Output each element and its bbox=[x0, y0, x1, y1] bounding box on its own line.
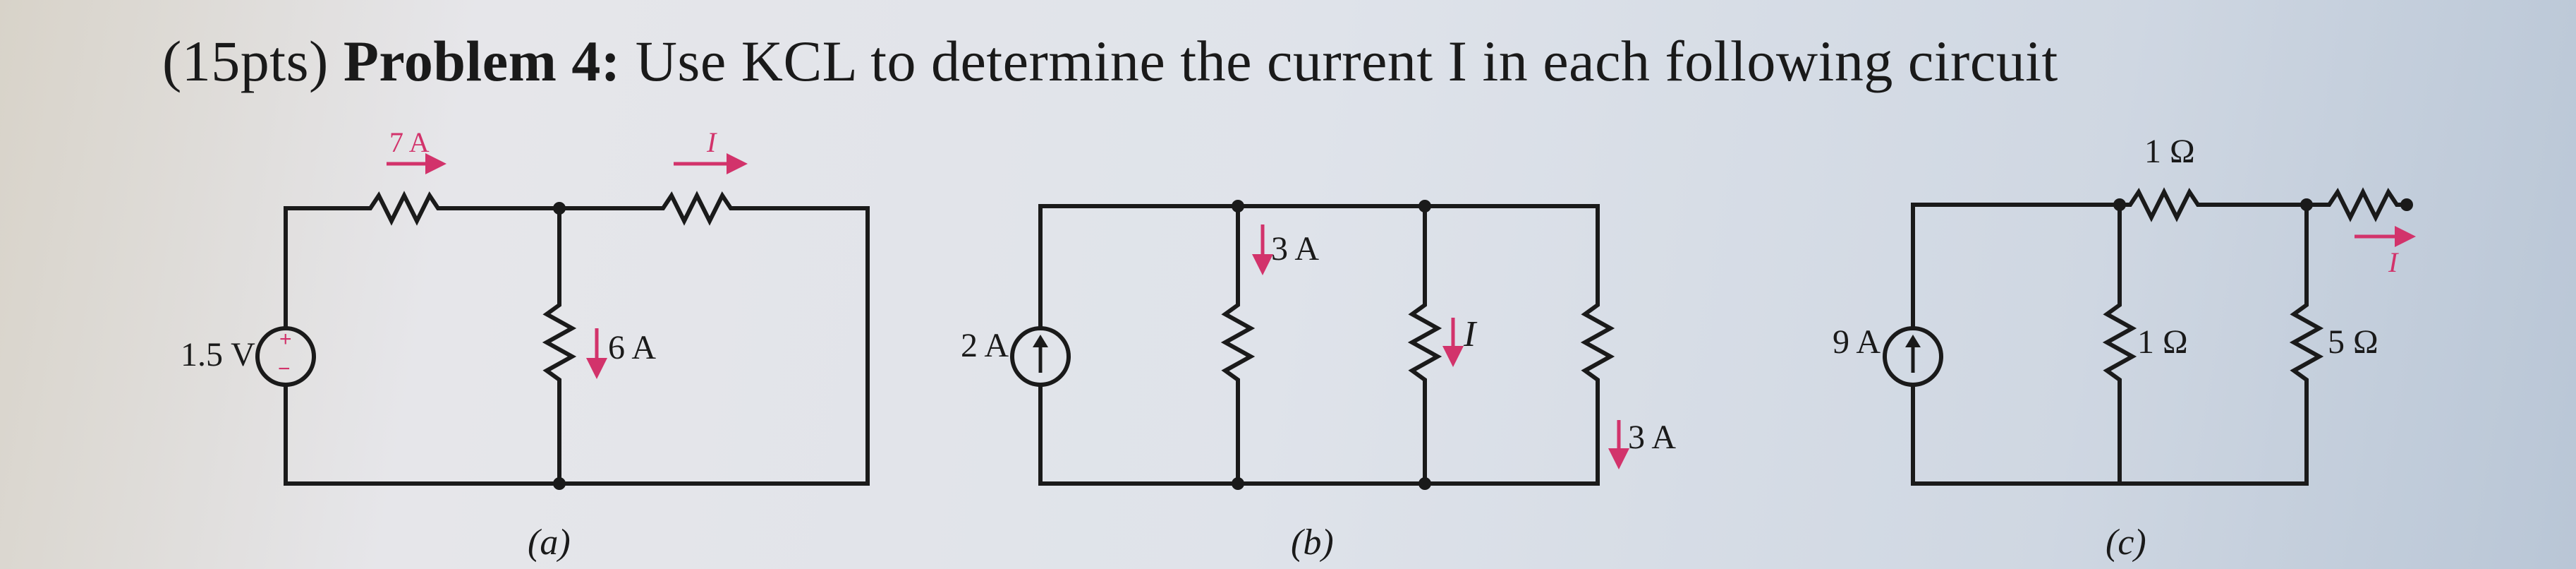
circuit-a-right-wire bbox=[284, 206, 870, 486]
circuit-a-voltage-source bbox=[255, 326, 316, 387]
circuit-a-top-right-current: I bbox=[706, 126, 717, 158]
circuit-a-left-resistor bbox=[360, 191, 451, 226]
circuit-c: 9 A 1 Ω 1 Ω 5 Ω I (c) bbox=[1833, 133, 2416, 563]
circuit-c-terminal-node bbox=[2400, 198, 2413, 211]
circuit-b-source-arrow-icon bbox=[1033, 335, 1048, 347]
circuit-c-top-resistor-label: 1 Ω bbox=[2144, 133, 2195, 170]
circuit-c-current-label: I bbox=[2388, 246, 2399, 278]
circuit-b-caption: (b) bbox=[1291, 522, 1334, 563]
circuit-a-source-minus: − bbox=[278, 357, 291, 381]
circuit-c-middle-resistor-label: 1 Ω bbox=[2137, 323, 2188, 361]
circuit-b-outer-wire bbox=[1038, 204, 1600, 486]
circuit-c-middle-resistor bbox=[2102, 297, 2137, 388]
circuit-a-left-wire-top bbox=[284, 206, 360, 328]
circuit-c-right-node bbox=[2300, 198, 2313, 211]
circuit-c-far-right-resistor bbox=[2321, 187, 2405, 222]
circuit-c-source-arrow-icon bbox=[1905, 335, 1921, 347]
circuit-b: 2 A 3 A I 3 A (b) bbox=[961, 200, 1676, 563]
circuit-b-bottom-node-2 bbox=[1418, 477, 1431, 490]
circuit-b-branch2-current: I bbox=[1463, 314, 1478, 354]
circuit-a-middle-resistor bbox=[542, 297, 577, 388]
circuit-c-top-resistor bbox=[2120, 187, 2208, 222]
circuit-c-top-node bbox=[2113, 198, 2126, 211]
circuit-a-middle-current: 6 A bbox=[608, 329, 656, 366]
circuit-a: + − 1.5 V 7 A I 6 A (a) bbox=[181, 126, 870, 563]
problem-heading: Problem 4: bbox=[343, 29, 621, 93]
circuit-b-branch1-resistor bbox=[1220, 297, 1256, 388]
circuit-a-source-plus: + bbox=[279, 328, 292, 351]
circuit-a-top-left-current: 7 A bbox=[389, 126, 430, 158]
circuit-b-bottom-node-1 bbox=[1232, 477, 1244, 490]
circuit-c-right-branch bbox=[1911, 205, 2309, 486]
circuit-b-branch2-resistor bbox=[1407, 297, 1442, 388]
circuit-a-source-label: 1.5 V bbox=[181, 336, 255, 373]
circuit-b-top-node-1 bbox=[1232, 200, 1244, 212]
circuit-c-current-source bbox=[1883, 326, 1943, 387]
circuit-b-branch1-current: 3 A bbox=[1271, 230, 1319, 268]
circuit-b-branch3-resistor bbox=[1580, 297, 1615, 388]
circuit-a-bottom-node bbox=[553, 477, 566, 490]
circuit-b-branch3-current: 3 A bbox=[1628, 419, 1676, 456]
problem-title: (15pts) Problem 4: Use KCL to determine … bbox=[162, 28, 2058, 95]
circuit-a-top-node bbox=[553, 202, 566, 215]
circuit-a-caption: (a) bbox=[528, 522, 571, 563]
problem-text: Use KCL to determine the current I in ea… bbox=[635, 29, 2058, 93]
problem-points: (15pts) bbox=[162, 29, 329, 93]
circuit-c-source-label: 9 A bbox=[1833, 323, 1881, 361]
circuit-a-right-resistor bbox=[652, 191, 748, 226]
circuit-b-top-node-2 bbox=[1418, 200, 1431, 212]
circuit-c-outer-wire bbox=[1911, 203, 2120, 328]
circuit-b-source-label: 2 A bbox=[961, 327, 1009, 364]
circuit-c-right-resistor bbox=[2289, 297, 2324, 388]
circuit-c-caption: (c) bbox=[2106, 522, 2146, 563]
circuit-c-right-resistor-label: 5 Ω bbox=[2328, 323, 2378, 361]
circuit-b-current-source bbox=[1010, 326, 1071, 387]
